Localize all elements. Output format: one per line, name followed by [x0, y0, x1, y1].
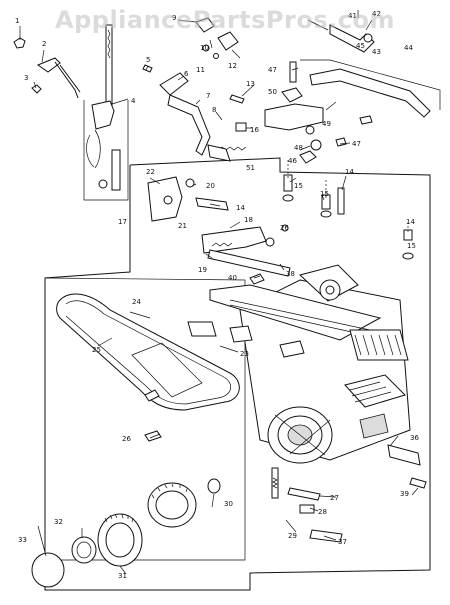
callout-42: 42 — [372, 10, 381, 18]
callout-15b: 15 — [320, 190, 329, 198]
callout-17: 17 — [118, 218, 127, 226]
callout-14a: 14 — [236, 204, 245, 212]
motor-gear-stack — [31, 478, 221, 588]
callout-14c: 14 — [406, 218, 415, 226]
callout-25: 25 — [92, 346, 101, 354]
callout-numbers: 1 2 3 4 5 6 7 8 9 10 11 12 13 14 14 14 1… — [15, 10, 419, 580]
callout-50: 50 — [268, 88, 277, 96]
callout-26: 26 — [122, 435, 131, 443]
callout-28: 28 — [318, 508, 327, 516]
callout-24: 24 — [132, 298, 141, 306]
callout-15c: 15 — [407, 242, 416, 250]
callout-6: 6 — [184, 70, 189, 78]
callout-36: 36 — [410, 434, 419, 442]
section-boundary — [44, 157, 431, 591]
callout-26b: 26 — [280, 224, 289, 232]
callout-21: 21 — [178, 222, 187, 230]
callout-18: 18 — [244, 216, 253, 224]
callout-39: 39 — [400, 490, 409, 498]
callout-48: 48 — [294, 144, 303, 152]
callout-37: 37 — [338, 538, 347, 546]
callout-33: 33 — [18, 536, 27, 544]
callout-1: 1 — [15, 17, 19, 25]
upper-right-presser-assembly — [264, 10, 441, 164]
leader-lines — [19, 19, 419, 575]
left-section-boundary — [44, 277, 246, 561]
callout-22: 22 — [146, 168, 155, 176]
right-side-screws — [282, 160, 414, 260]
callout-32: 32 — [54, 518, 63, 526]
upper-left-arm-assembly — [13, 24, 129, 201]
callout-47b: 47 — [352, 140, 361, 148]
lower-right-parts — [187, 321, 427, 543]
callout-29: 29 — [288, 532, 297, 540]
callout-3: 3 — [24, 74, 28, 82]
pulley-assembly — [267, 406, 333, 464]
callout-16: 16 — [250, 126, 259, 134]
mid-section-arms — [147, 176, 291, 285]
callout-46: 46 — [288, 157, 297, 165]
callout-44: 44 — [404, 44, 413, 52]
callout-23: 23 — [240, 350, 249, 358]
callout-4: 4 — [131, 97, 136, 105]
callout-41: 41 — [348, 12, 357, 20]
callout-7: 7 — [206, 92, 210, 100]
callout-12: 12 — [228, 62, 237, 70]
callout-47a: 47 — [268, 66, 277, 74]
callout-31: 31 — [118, 572, 127, 580]
callout-19: 19 — [198, 266, 207, 274]
callout-49: 49 — [322, 120, 331, 128]
callout-45: 45 — [356, 42, 365, 50]
callout-20: 20 — [206, 182, 215, 190]
callout-27: 27 — [330, 494, 339, 502]
callout-14b: 14 — [345, 168, 354, 176]
callout-2: 2 — [42, 40, 46, 48]
callout-8: 8 — [212, 106, 216, 114]
center-top-levers — [142, 17, 247, 162]
callout-38: 38 — [286, 270, 295, 278]
callout-40: 40 — [228, 274, 237, 282]
callout-9: 9 — [172, 14, 176, 22]
callout-13: 13 — [246, 80, 255, 88]
drive-belt — [56, 293, 240, 442]
callout-43: 43 — [372, 48, 381, 56]
callout-11: 11 — [196, 66, 205, 74]
callout-51: 51 — [246, 164, 255, 172]
callout-30: 30 — [224, 500, 233, 508]
callout-5: 5 — [146, 56, 150, 64]
callout-15a: 15 — [294, 182, 303, 190]
callout-10: 10 — [200, 44, 209, 52]
